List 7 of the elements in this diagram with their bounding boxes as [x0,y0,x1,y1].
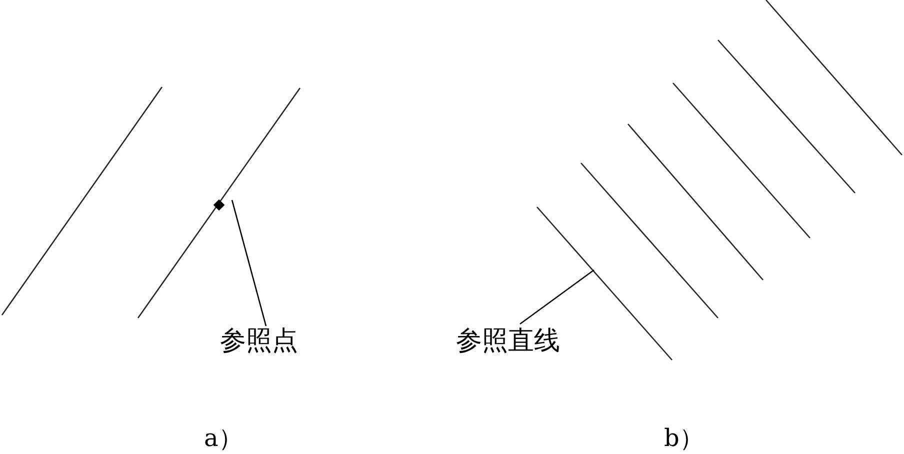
callout-label: 参照点 [220,326,298,356]
leader-line [520,269,594,325]
subfigure-label: a） [204,424,242,452]
callout-label: 参照直线 [456,326,560,356]
leader-line [231,200,267,326]
reference-line [137,88,301,318]
subfigure-label: b） [664,424,704,452]
